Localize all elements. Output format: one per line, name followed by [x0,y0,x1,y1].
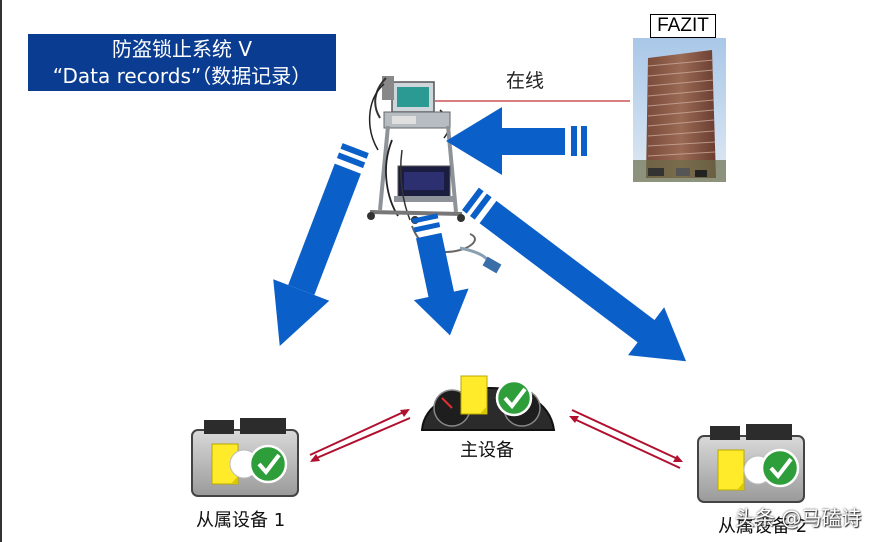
slave1-ecu-image [191,418,299,497]
fazit-building-photo [633,38,726,182]
slave2-ecu-image [697,424,805,503]
exchange-arrows [309,409,683,469]
arrow-fazit-to-tester [446,107,587,175]
title-line-1: 防盗锁止系统 V [111,37,253,61]
watermark: 头条 @马磕诗 [735,506,862,530]
arrow-tester-to-slave1 [273,143,369,347]
slave-device-2-label: 从属设备 2 [718,516,808,537]
fazit-label: FAZIT [650,14,716,38]
master-device-label: 主设备 [460,440,514,461]
slave-device-1-label: 从属设备 1 [196,510,286,531]
diagnostic-tester-image [367,76,502,274]
title-line-2: “Data records”（数据记录） [52,64,312,88]
title-box: 防盗锁止系统 V “Data records”（数据记录） [27,33,337,92]
online-label: 在线 [506,70,545,92]
arrow-tester-to-slave2 [461,187,687,362]
data-arrows [273,107,687,362]
arrow-tester-to-master [411,213,469,336]
instrument-cluster-image [420,375,556,431]
